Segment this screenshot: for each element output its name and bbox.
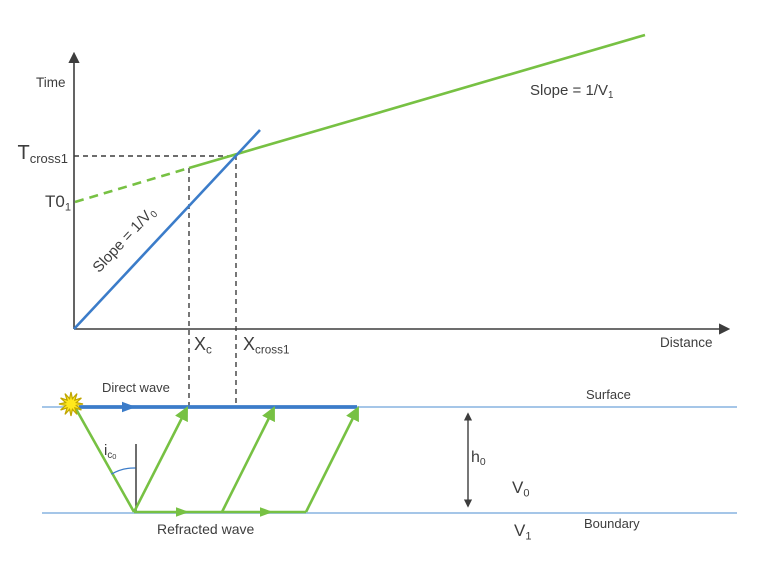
xcross1-label: Xcross1 <box>243 334 289 357</box>
label-sub: 1 <box>525 530 532 543</box>
upgoing-ray-1 <box>132 406 188 513</box>
label-text: Refracted wave <box>157 521 255 537</box>
label-text: Distance <box>660 335 713 350</box>
time-axis-label: Time <box>36 75 66 91</box>
label-sub: c <box>206 343 212 357</box>
label-text: V <box>514 521 526 540</box>
label-text: h <box>471 449 480 466</box>
label-text: Slope = 1/V <box>530 82 608 99</box>
label-sub: 1 <box>607 89 614 101</box>
distance-axis-label: Distance <box>660 335 713 351</box>
label-sub: 1 <box>64 201 71 214</box>
slope-v1-label: Slope = 1/V1 <box>530 82 613 101</box>
label-text: X <box>194 334 207 354</box>
label-text: Direct wave <box>102 380 170 395</box>
label-sub: cross1 <box>29 150 68 166</box>
refracted-ray-arrow2-icon <box>260 507 273 517</box>
label-text: Time <box>36 75 66 90</box>
label-text: Surface <box>586 387 631 402</box>
refracted-curve-extrapolation <box>74 166 190 204</box>
refracted-wave-curve <box>188 33 646 170</box>
boundary-label: Boundary <box>584 516 640 532</box>
downgoing-ray <box>74 408 136 513</box>
refracted-ray-arrow1-icon <box>176 507 189 517</box>
label-sub: 0 <box>523 487 530 500</box>
t0-intercept-label: T01 <box>0 192 71 214</box>
critical-angle-arc <box>110 467 136 475</box>
direct-wave-label: Direct wave <box>102 380 170 396</box>
velocity-v1-label: V1 <box>514 521 532 543</box>
direct-wave-curve <box>73 129 261 330</box>
tcross1-label: Tcross1 <box>0 142 68 167</box>
label-subsub: 0 <box>112 452 117 462</box>
critical-angle-label: ic0 <box>104 442 116 462</box>
upgoing-ray-2 <box>220 406 275 513</box>
label-text: X <box>243 334 256 354</box>
upgoing-ray-3 <box>304 406 359 513</box>
label-text: V <box>512 478 524 497</box>
xc-label: Xc <box>194 334 212 357</box>
label-text: T <box>17 142 30 164</box>
label-sub: cross1 <box>255 343 290 357</box>
source-star-icon <box>58 391 84 417</box>
label-text: Boundary <box>584 516 640 531</box>
label-sub: c <box>107 449 113 461</box>
label-text: i <box>104 442 108 459</box>
direct-wave-arrow-icon <box>122 401 136 413</box>
surface-label: Surface <box>586 387 631 403</box>
label-sub: 0 <box>479 457 486 469</box>
depth-h0-label: h0 <box>471 449 486 469</box>
label-text: T0 <box>45 192 65 211</box>
refracted-wave-label: Refracted wave <box>157 521 254 537</box>
velocity-v0-label: V0 <box>512 478 530 500</box>
